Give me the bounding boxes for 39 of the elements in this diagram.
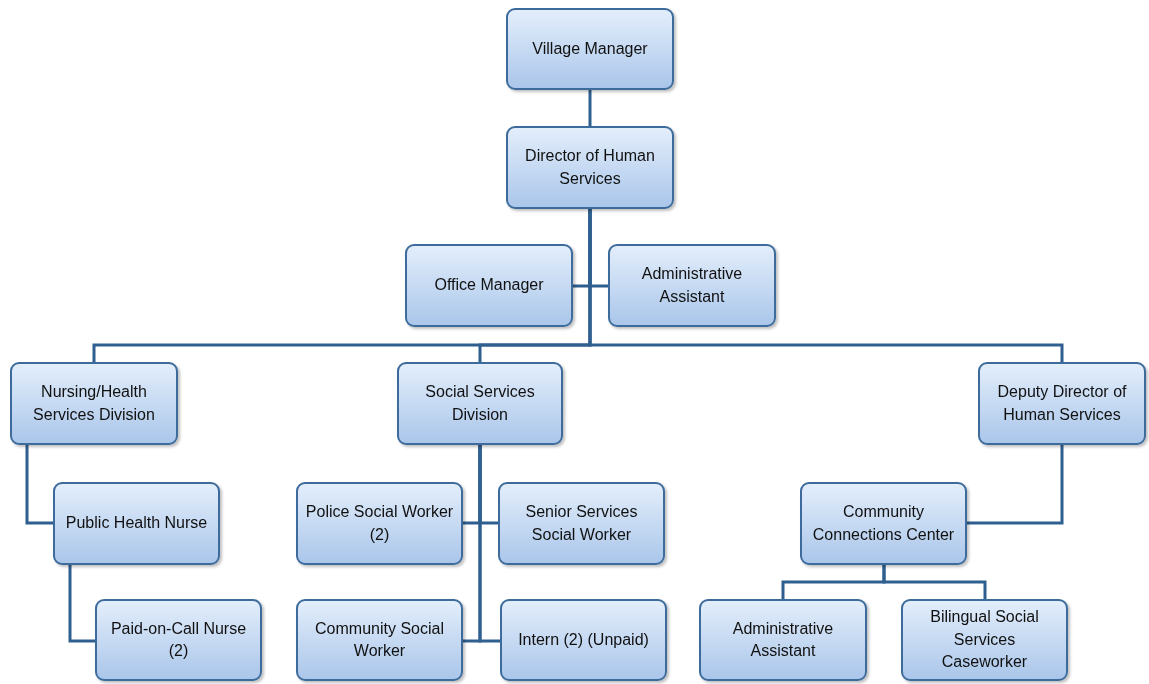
position-title: Bilingual Social Services Caseworker	[929, 607, 1040, 673]
position-title: Village Manager	[532, 38, 648, 59]
position-title: Senior Services Social Worker	[524, 502, 639, 545]
position-box	[95, 599, 262, 681]
position-box	[405, 244, 573, 327]
position-title: Deputy Director of Human Services	[996, 382, 1128, 425]
position-title: Administrative Assistant	[731, 618, 835, 661]
position-box	[978, 362, 1146, 445]
position-title: Community Social Worker	[314, 618, 445, 661]
position-box	[397, 362, 563, 445]
connector-line	[478, 445, 500, 643]
connector-line	[967, 445, 1064, 525]
position-box	[506, 8, 674, 90]
position-box	[500, 599, 667, 681]
position-title: Nursing/Health Services Division	[32, 382, 156, 425]
position-title: Office Manager	[434, 275, 544, 296]
position-title: Police Social Worker (2)	[304, 502, 455, 545]
position-box	[800, 482, 967, 565]
position-title: Community Connections Center	[811, 502, 956, 545]
position-box	[608, 244, 776, 327]
position-title: Administrative Assistant	[640, 264, 744, 307]
position-box	[10, 362, 178, 445]
position-box	[699, 599, 867, 681]
connector-line	[882, 565, 987, 599]
position-box	[901, 599, 1068, 681]
position-title: Director of Human Services	[524, 146, 656, 189]
position-box	[498, 482, 665, 565]
position-title: Social Services Division	[424, 382, 536, 425]
position-box	[506, 126, 674, 209]
connector-line	[25, 445, 53, 525]
connector-line	[588, 90, 592, 126]
position-title: Public Health Nurse	[65, 513, 208, 534]
position-title: Paid-on-Call Nurse (2)	[109, 618, 248, 661]
position-box	[296, 599, 463, 681]
connector-line	[588, 209, 1064, 362]
position-box	[53, 482, 220, 565]
connector-line	[68, 565, 95, 643]
position-title: Intern (2) (Unpaid)	[518, 629, 649, 650]
position-box	[296, 482, 463, 565]
